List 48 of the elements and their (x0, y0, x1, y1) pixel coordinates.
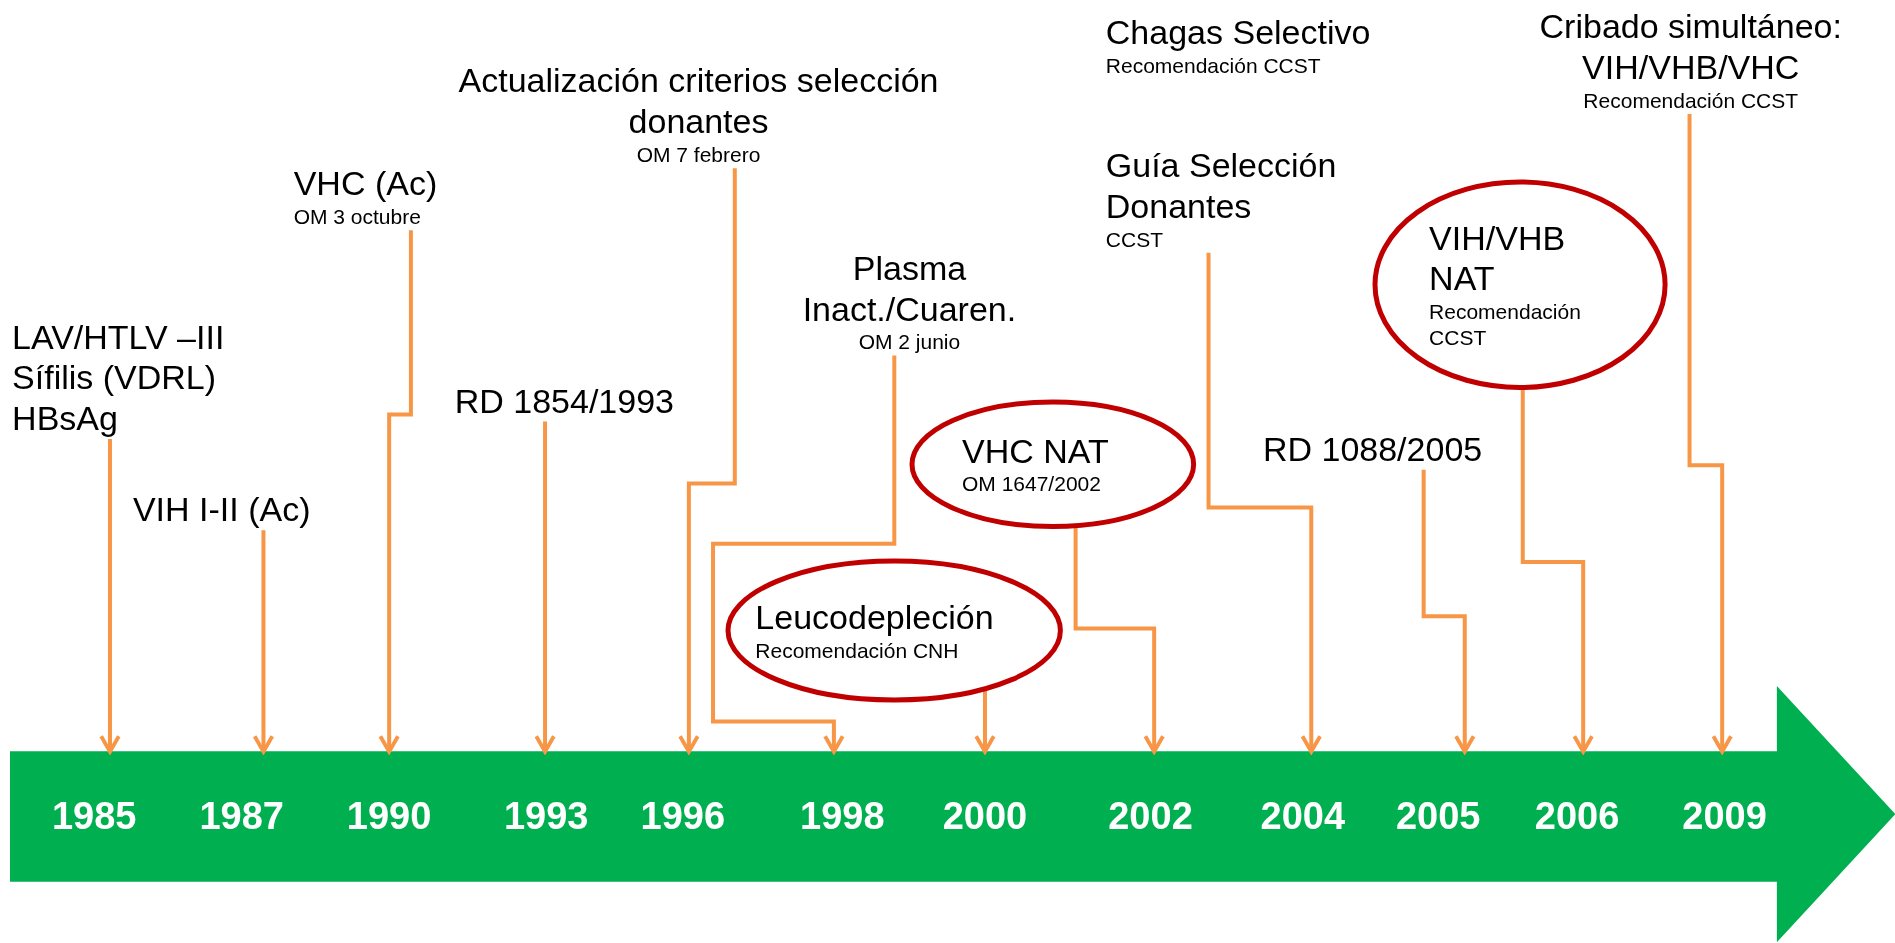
connector-arrow (1520, 387, 1594, 754)
event-note: Recomendación CCST (1582, 87, 1800, 114)
event-title: Plasma Inact./Cuaren. (801, 247, 1018, 330)
event-title: RD 1088/2005 (1262, 429, 1484, 470)
event-title: VIH/VHB NAT (1429, 217, 1567, 300)
connector-arrow (678, 168, 737, 754)
event-note: OM 1647/2002 (962, 471, 1102, 498)
year-label: 2005 (1395, 795, 1481, 839)
event-note: Recomendación CNH (755, 638, 960, 665)
event-title: RD 1854/1993 (453, 380, 675, 422)
event-title: HBsAg (12, 398, 119, 439)
event-title: Actualización criterios selección donantes (457, 60, 940, 142)
event-title: Cribado simultáneo: VIH/VHB/VHC (1538, 6, 1843, 88)
event-note: Recomendación CCST (1105, 52, 1322, 79)
year-label: 2009 (1682, 795, 1767, 839)
year-label: 2000 (942, 795, 1028, 839)
event-title: VHC NAT (962, 430, 1110, 472)
connector-arrow (378, 230, 413, 754)
year-label: 1998 (800, 795, 885, 839)
connector-arrow (711, 355, 897, 754)
year-label: 1990 (346, 795, 432, 839)
event-title: Leucodepleción (755, 597, 995, 639)
event-note: OM 7 febrero (635, 142, 762, 168)
year-label: 1996 (640, 795, 726, 839)
year-label: 1985 (51, 795, 137, 839)
event-title: Chagas Selectivo (1105, 12, 1372, 53)
connector-arrow (99, 439, 121, 754)
connector-arrow (1073, 525, 1165, 754)
connector-arrow (534, 421, 556, 754)
event-title: LAV/HTLV –III (12, 316, 226, 358)
year-label: 2006 (1534, 795, 1620, 839)
event-title: VHC (Ac) (293, 163, 439, 204)
event-note: OM 2 junio (857, 329, 962, 356)
year-label: 1993 (503, 795, 589, 839)
year-label: 2004 (1260, 795, 1346, 839)
connector-arrow (1206, 252, 1322, 754)
year-label: 2002 (1108, 795, 1193, 839)
connector-arrow (1421, 469, 1476, 754)
event-title: Guía Selección Donantes (1105, 145, 1338, 227)
event-note: OM 3 octubre (293, 203, 422, 230)
event-note: Recomendación CCST (1429, 299, 1582, 352)
year-label: 1987 (199, 795, 284, 839)
connector-arrow (974, 689, 996, 754)
connector-arrow (1687, 113, 1733, 754)
event-title: VIH I-II (Ac) (132, 489, 312, 531)
event-note: CCST (1105, 226, 1164, 253)
event-title: Sífilis (VDRL) (12, 357, 218, 399)
connector-arrow (252, 530, 275, 754)
